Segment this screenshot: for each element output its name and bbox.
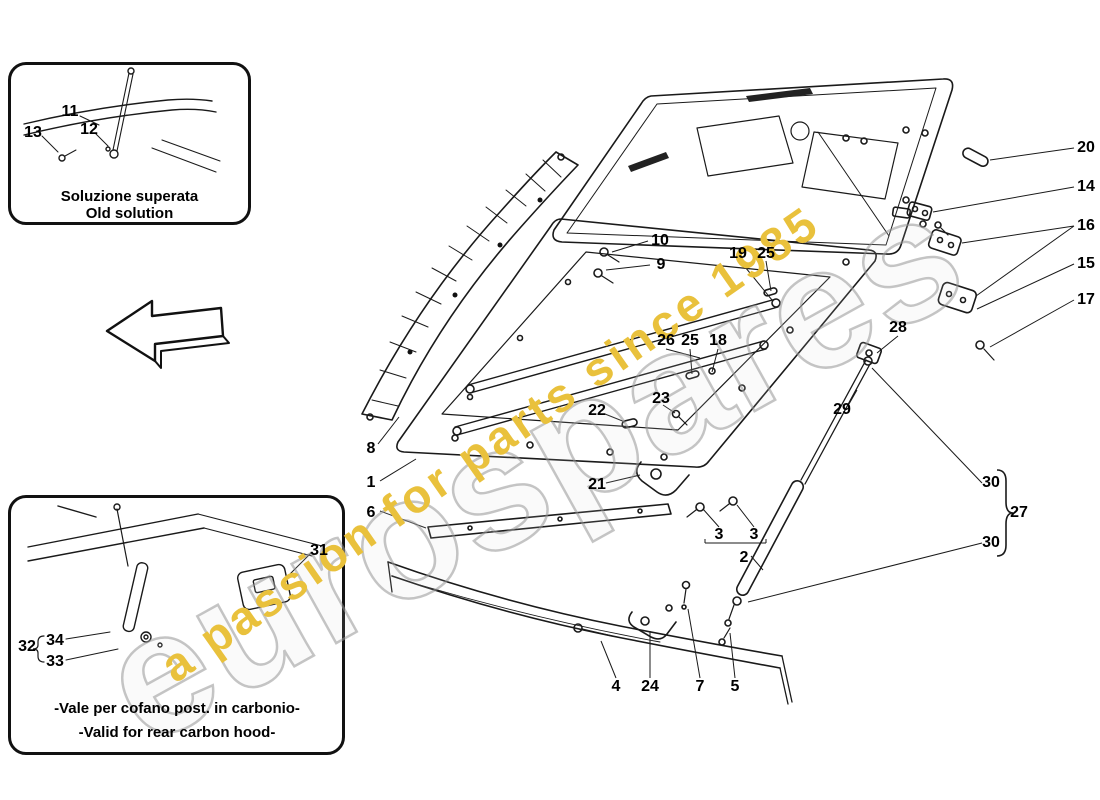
part-label-20: 20 xyxy=(1077,139,1095,156)
part-label-17: 17 xyxy=(1077,291,1095,308)
caption-old-solution-en: Old solution xyxy=(85,205,174,222)
part-label-25: 25 xyxy=(757,245,775,262)
part-label-19: 19 xyxy=(729,245,747,262)
part-label-1: 1 xyxy=(366,474,376,491)
part-label-32: 32 xyxy=(18,638,36,655)
part-label-23: 23 xyxy=(652,390,670,407)
part-label-13: 13 xyxy=(24,124,42,141)
part-label-18: 18 xyxy=(709,332,727,349)
caption-carbon-hood-en: -Valid for rear carbon hood- xyxy=(78,724,276,741)
part-label-34: 34 xyxy=(46,632,64,649)
part-label-3: 3 xyxy=(714,526,724,543)
carbon-hood-art xyxy=(27,503,323,663)
caption-old-solution: Soluzione superata Old solution xyxy=(18,188,241,222)
old-solution-art xyxy=(23,67,221,173)
part-label-7: 7 xyxy=(695,678,705,695)
caption-carbon-hood-it: -Vale per cofano post. in carbonio- xyxy=(54,700,300,717)
inner-frame-art xyxy=(396,218,877,539)
part-label-2: 2 xyxy=(739,549,749,566)
part-label-12: 12 xyxy=(80,121,98,138)
caption-carbon-hood: -Vale per cofano post. in carbonio- -Val… xyxy=(12,697,342,745)
part-label-14: 14 xyxy=(1077,178,1095,195)
part-label-15: 15 xyxy=(1077,255,1095,272)
part-label-33: 33 xyxy=(46,653,64,670)
part-label-11: 11 xyxy=(61,103,79,120)
part-label-21: 21 xyxy=(588,476,606,493)
part-label-9: 9 xyxy=(656,256,666,273)
part-label-30: 30 xyxy=(982,534,1000,551)
part-label-29: 29 xyxy=(833,401,851,418)
rear-deck-art xyxy=(387,561,793,705)
inset-old-solution xyxy=(8,62,251,225)
part-label-16: 16 xyxy=(1077,217,1095,234)
hinge-hardware-art xyxy=(906,147,995,361)
part-label-4: 4 xyxy=(611,678,621,695)
part-label-10: 10 xyxy=(651,232,669,249)
part-label-26: 26 xyxy=(657,332,675,349)
part-label-27: 27 xyxy=(1010,504,1028,521)
part-label-25: 25 xyxy=(681,332,699,349)
grille-strip-art xyxy=(361,151,579,421)
part-label-5: 5 xyxy=(730,678,740,695)
hood-panel-art xyxy=(552,78,954,255)
part-label-8: 8 xyxy=(366,440,376,457)
gas-strut-art xyxy=(724,341,883,627)
part-label-24: 24 xyxy=(641,678,659,695)
leader-lines xyxy=(377,147,1075,679)
caption-old-solution-it: Soluzione superata xyxy=(60,188,199,205)
part-label-31: 31 xyxy=(310,542,328,559)
part-label-28: 28 xyxy=(889,319,907,336)
part-label-22: 22 xyxy=(588,402,606,419)
part-label-6: 6 xyxy=(366,504,376,521)
direction-arrow-icon xyxy=(105,299,230,369)
part-label-30: 30 xyxy=(982,474,1000,491)
inset-carbon-hood xyxy=(8,495,345,755)
part-label-3: 3 xyxy=(749,526,759,543)
